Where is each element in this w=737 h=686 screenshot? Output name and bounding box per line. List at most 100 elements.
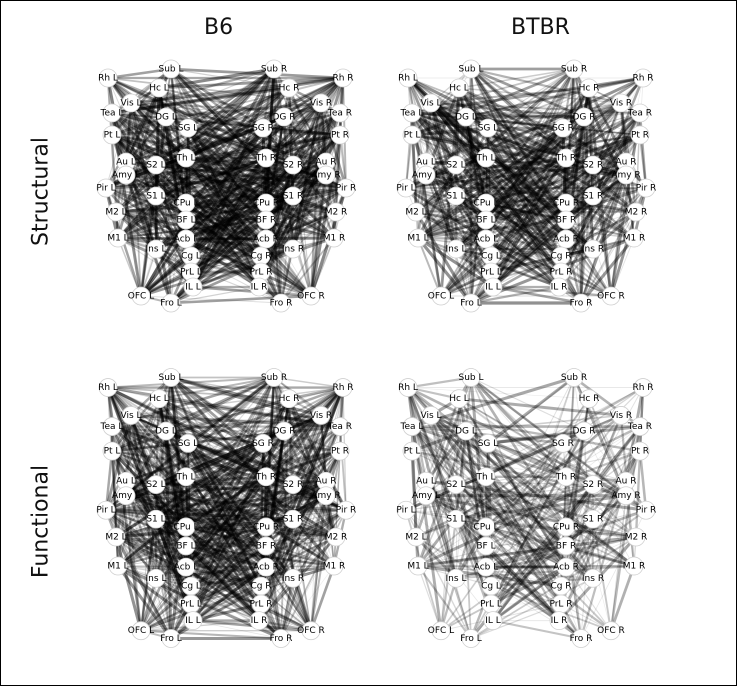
- node-label-sub-r: Sub R: [561, 65, 587, 75]
- edge-146: [583, 430, 637, 538]
- edge-108: [411, 425, 567, 548]
- node-s1-r: [283, 509, 303, 529]
- edge-697: [155, 577, 262, 588]
- edge-385: [185, 157, 267, 204]
- node-bf-l: [176, 536, 196, 556]
- edge-298: [417, 126, 564, 240]
- edge-7: [470, 377, 594, 520]
- edge-294: [192, 430, 285, 621]
- edge-334: [140, 134, 341, 297]
- node-th-l: [476, 467, 496, 487]
- node-amy-r: [316, 165, 336, 185]
- edge-62: [458, 398, 567, 568]
- edge-98: [411, 425, 489, 444]
- edge-47: [565, 387, 644, 528]
- edge-614: [115, 536, 192, 587]
- edge-413: [557, 174, 628, 288]
- edge-268: [592, 134, 641, 250]
- edge-90: [106, 386, 195, 622]
- edge-695: [264, 566, 283, 639]
- node-label-m2-l: M2 L: [405, 533, 426, 543]
- edge-673: [190, 248, 294, 273]
- edge-93: [107, 387, 312, 632]
- edge-39: [187, 376, 275, 445]
- edge-380: [185, 476, 327, 482]
- edge-481: [185, 484, 294, 568]
- edge-285: [487, 127, 560, 288]
- edge-58: [405, 398, 460, 511]
- node-label-ofc-r: OFC R: [597, 292, 625, 302]
- node-s2-r: [283, 155, 303, 175]
- edge-282: [454, 518, 561, 622]
- node-th-r: [256, 148, 276, 168]
- edge-525: [105, 186, 187, 205]
- edge-8: [469, 376, 568, 528]
- edge-152: [185, 398, 290, 547]
- edge-485: [125, 494, 347, 512]
- node-tea-l: [102, 103, 122, 123]
- edge-481: [291, 163, 338, 214]
- node-label-cg-l: Cg L: [181, 252, 201, 262]
- edge-220: [111, 426, 294, 520]
- edge-226: [111, 426, 187, 568]
- edge-375: [140, 127, 264, 297]
- node-label-acb-r: Acb R: [553, 235, 579, 245]
- edge-300: [111, 450, 187, 478]
- node-label-bf-r: BF R: [556, 216, 576, 226]
- edge-245: [425, 495, 594, 520]
- node-s1-l: [146, 509, 166, 529]
- edge-112: [587, 87, 595, 197]
- edge-408: [190, 476, 267, 587]
- node-label-fro-r: Fro R: [570, 634, 593, 644]
- edge-692: [140, 566, 267, 632]
- edge-28: [407, 387, 590, 399]
- node-il-l: [183, 611, 203, 631]
- edge-202: [265, 415, 322, 528]
- edge-79: [557, 77, 645, 288]
- edge-493: [125, 495, 267, 568]
- edge-460: [485, 202, 562, 273]
- edge-103: [411, 426, 647, 511]
- edge-331: [117, 450, 341, 567]
- edge-545: [140, 186, 347, 298]
- edge-467: [155, 483, 262, 587]
- edge-119: [485, 426, 641, 547]
- edge-608: [265, 210, 337, 241]
- edge-120: [115, 87, 160, 213]
- node-sub-r: [264, 59, 284, 79]
- edge-551: [155, 195, 267, 221]
- edge-19: [170, 377, 337, 538]
- edge-618: [280, 211, 337, 304]
- edge-289: [454, 526, 488, 580]
- edge-368: [262, 127, 294, 250]
- node-sg-l: [178, 118, 198, 138]
- node-il-l: [183, 277, 203, 297]
- edge-489: [125, 494, 267, 548]
- edge-91: [591, 414, 623, 486]
- edge-329: [265, 450, 341, 528]
- edge-286: [487, 127, 612, 297]
- edge-113: [564, 87, 591, 204]
- node-il-l: [483, 611, 503, 631]
- node-ofc-r: [601, 286, 621, 306]
- edge-264: [187, 116, 285, 129]
- edge-69: [107, 387, 187, 478]
- node-label-m1-l: M1 L: [107, 562, 128, 572]
- node-ofc-r: [301, 621, 321, 641]
- edge-32: [187, 67, 275, 130]
- edge-136: [430, 102, 567, 221]
- edge-553: [155, 518, 267, 547]
- edge-134: [130, 87, 290, 104]
- edge-140: [429, 102, 458, 250]
- edge-357: [262, 127, 327, 163]
- edge-320: [185, 450, 341, 478]
- edge-90: [155, 77, 344, 197]
- edge-250: [105, 116, 167, 189]
- edge-509: [610, 237, 635, 297]
- edge-225: [262, 112, 341, 129]
- edge-659: [185, 237, 262, 274]
- node-label-il-l: IL L: [485, 616, 501, 626]
- edge-528: [455, 248, 562, 257]
- edge-29: [158, 67, 275, 90]
